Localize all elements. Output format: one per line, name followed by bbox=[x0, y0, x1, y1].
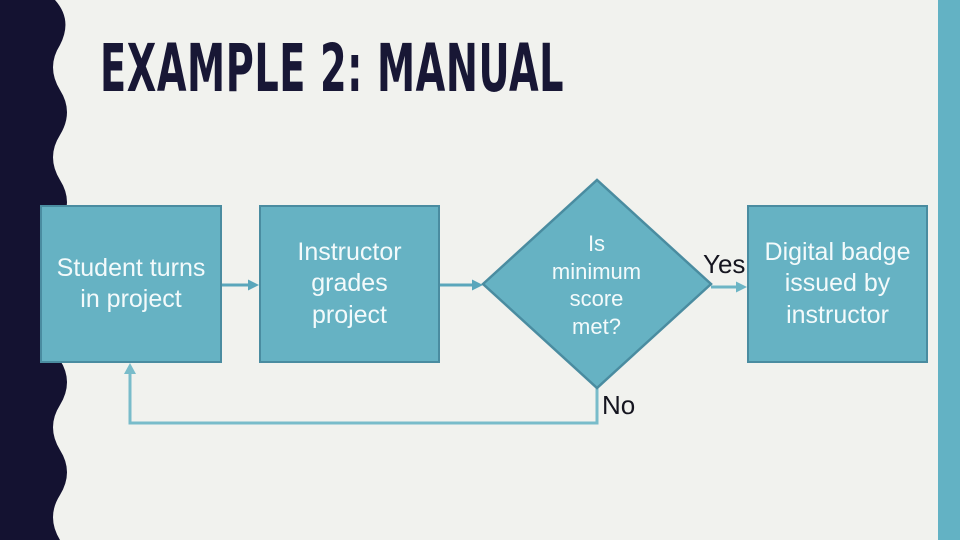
left-wave-decoration bbox=[0, 0, 67, 540]
right-accent-bar bbox=[938, 0, 960, 540]
flow-node-student-turns-in-project: Student turns in project bbox=[40, 205, 222, 363]
arrow-right-icon bbox=[711, 281, 747, 293]
flow-node-label: Student turns in project bbox=[56, 253, 206, 314]
feedback-arrow bbox=[124, 363, 599, 425]
arrow-right-icon bbox=[440, 279, 483, 291]
edge-label-yes: Yes bbox=[703, 249, 746, 279]
flow-node-instructor-grades-project: Instructor grades project bbox=[259, 205, 440, 363]
arrow-right-icon bbox=[222, 279, 259, 291]
slide-title: EXAMPLE 2: MANUAL bbox=[100, 30, 565, 107]
edge-label-no: No bbox=[602, 390, 636, 420]
flow-node-label: Instructor grades project bbox=[297, 237, 402, 329]
flow-decision-is-minimum-score-met: Is minimum score met? bbox=[551, 231, 642, 339]
flow-node-label: Digital badge issued by instructor bbox=[764, 237, 911, 329]
flow-node-digital-badge-issued: Digital badge issued by instructor bbox=[747, 205, 928, 363]
